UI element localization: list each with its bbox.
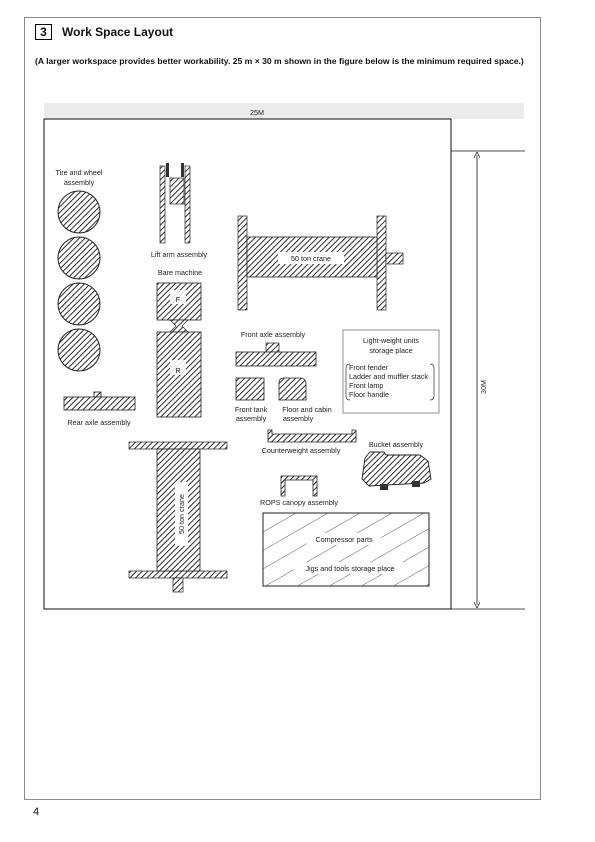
counterweight-label: Counterweight assembly (262, 446, 341, 455)
section-heading: 3 Work Space Layout (35, 24, 173, 40)
tire-4 (57, 328, 101, 372)
crane-vertical: 50 ton crane (128, 441, 228, 593)
crane-vertical-label: 50 ton crane (177, 494, 186, 534)
floor-and-cabin-assembly: Floor and cabin assembly (278, 377, 332, 423)
workspace-boundary (43, 118, 452, 610)
storage-item-front-fender: Front fender (349, 363, 389, 372)
jigs-label: Jigs and tools storage place (305, 564, 394, 573)
tire-2 (57, 236, 101, 280)
compressor-jigs-storage-area: Compressor parts Jigs and tools storage … (262, 512, 430, 587)
tire-3 (57, 282, 101, 326)
storage-item-front-lamp: Front lamp (349, 381, 383, 390)
front-tank-label-line2: assembly (236, 414, 267, 423)
floor-cabin-label-line1: Floor and cabin (282, 405, 332, 414)
rops-label: ROPS canopy assembly (260, 498, 338, 507)
lift-arm-label: Lift arm assembly (151, 250, 208, 259)
dimension-band (44, 103, 524, 119)
lift-arm-assembly: Lift arm assembly (151, 163, 208, 259)
bare-machine-label: Bare machine (158, 268, 202, 277)
tire-label-line1: Tire and wheel (56, 168, 103, 177)
tire-1 (57, 190, 101, 234)
section-title: Work Space Layout (62, 25, 174, 39)
crane-top-label: 50 ton crane (291, 254, 331, 263)
section-number: 3 (35, 24, 52, 40)
bucket-label: Bucket assembly (369, 440, 424, 449)
crane-horizontal: 50 ton crane (237, 215, 404, 311)
rear-axle-assembly: Rear axle assembly (63, 391, 136, 427)
storage-label-line1: Light-weight units (363, 336, 419, 345)
front-frame-letter: F (176, 295, 181, 304)
tire-label-line2: assembly (64, 178, 95, 187)
bare-machine: Bare machine F R (156, 268, 202, 418)
tire-and-wheel-assembly: Tire and wheel assembly (56, 168, 103, 372)
bucket-assembly: Bucket assembly (361, 440, 432, 490)
storage-item-floor-handle: Floor handle (349, 390, 389, 399)
height-dimension-label: 30M (479, 380, 488, 394)
rear-axle-label: Rear axle assembly (67, 418, 131, 427)
page-frame: 3 Work Space Layout (A larger workspace … (24, 17, 541, 800)
storage-item-ladder: Ladder and muffler stack (349, 372, 428, 381)
intro-text: (A larger workspace provides better work… (35, 56, 524, 66)
counterweight-assembly: Counterweight assembly (262, 429, 357, 455)
rear-frame-letter: R (175, 366, 180, 375)
page-number: 4 (33, 806, 40, 818)
floor-cabin-label-line2: assembly (283, 414, 314, 423)
light-weight-units-storage: Light-weight units storage place Front f… (342, 329, 440, 414)
front-axle-label: Front axle assembly (241, 330, 306, 339)
width-dimension-label: 25M (250, 108, 264, 117)
front-tank-label-line1: Front tank (235, 405, 268, 414)
front-axle-assembly: Front axle assembly (235, 330, 317, 367)
compressor-label: Compressor parts (315, 535, 373, 544)
storage-label-line2: storage place (369, 346, 412, 355)
front-tank-assembly: Front tank assembly (235, 377, 268, 423)
rops-canopy-assembly: ROPS canopy assembly (260, 475, 338, 507)
